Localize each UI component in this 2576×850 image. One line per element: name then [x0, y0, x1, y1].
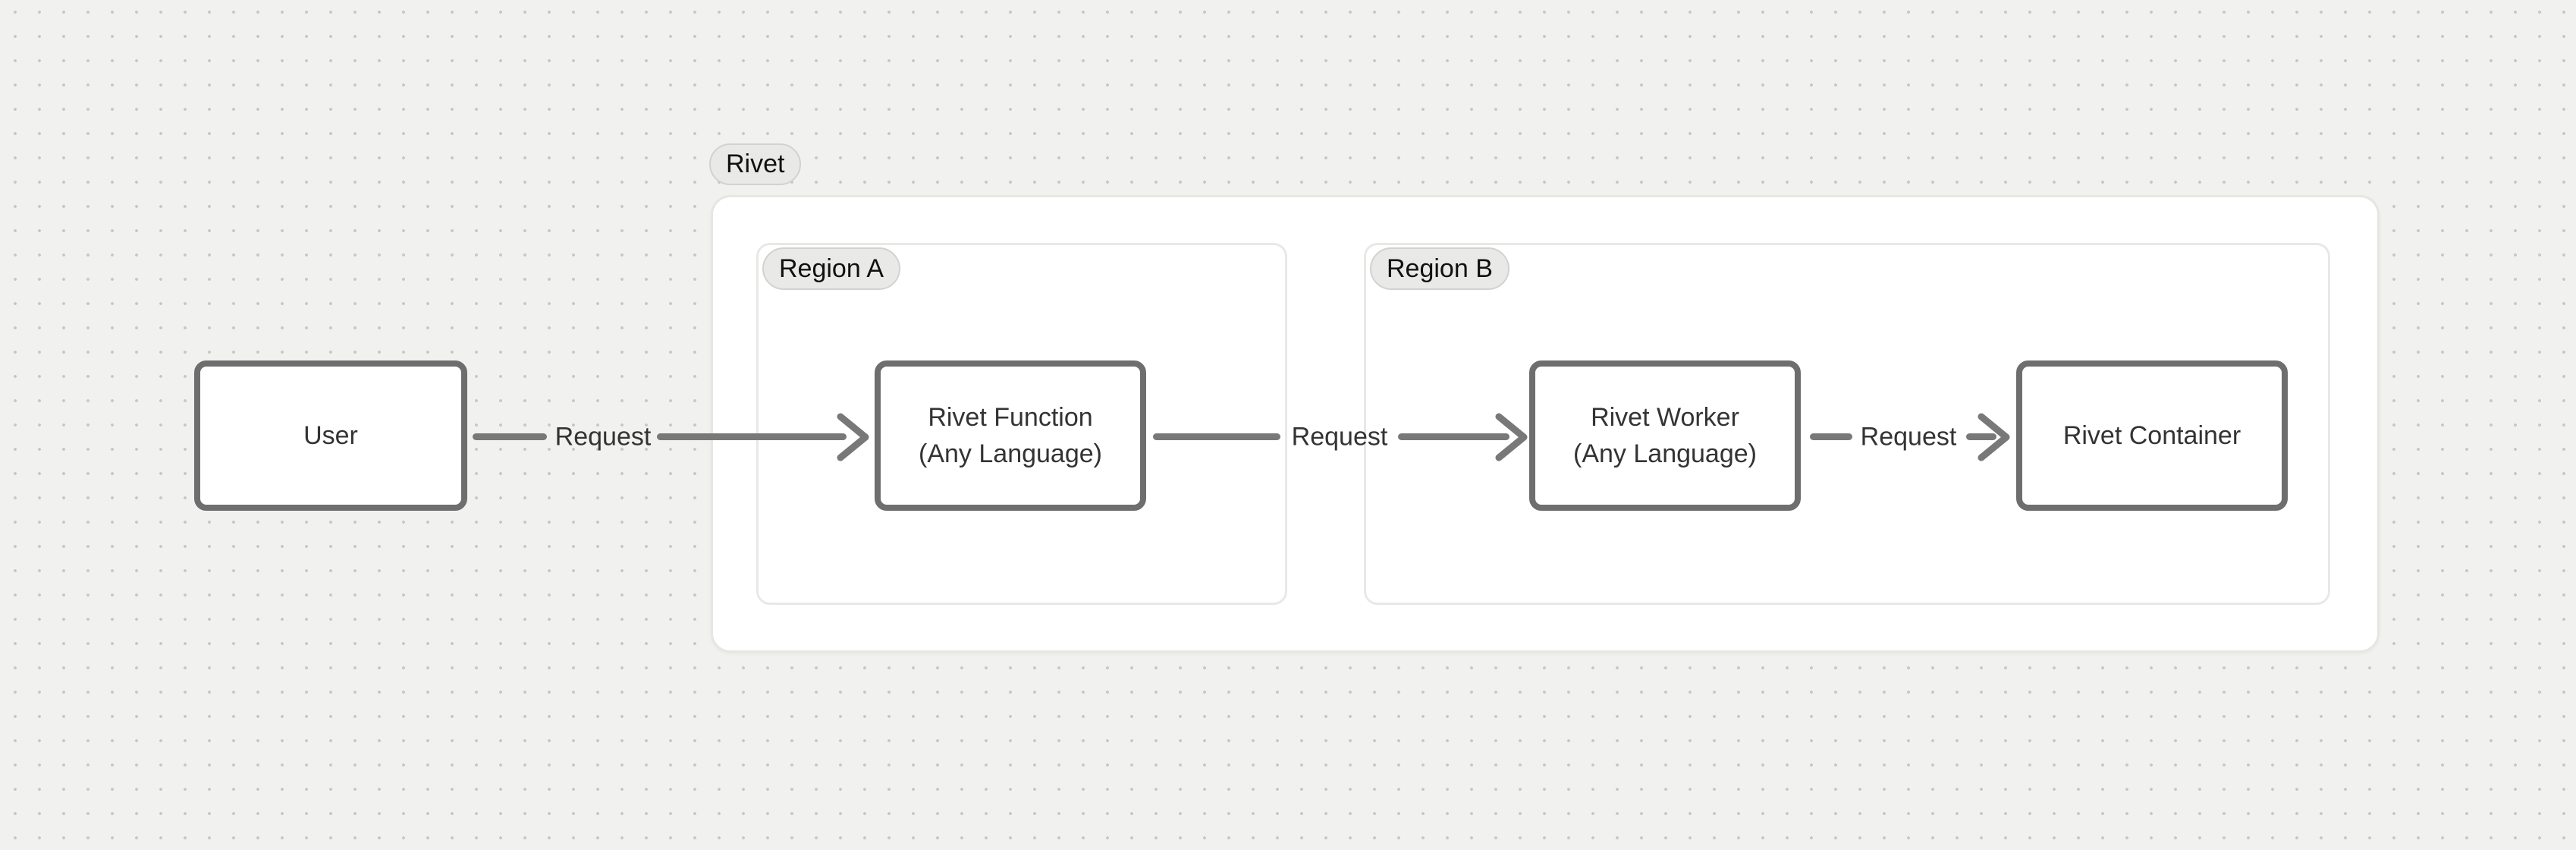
- region-a-label-text: Region A: [779, 253, 884, 283]
- node-rivet-container-label: Rivet Container: [2062, 421, 2241, 450]
- edge-worker-container-line: [1810, 433, 1852, 440]
- edge-function-worker-label: Request: [1291, 422, 1388, 452]
- node-rivet-function-label: Rivet Function: [928, 403, 1093, 432]
- node-rivet-container: Rivet Container: [2016, 360, 2288, 511]
- node-user-label: User: [303, 421, 358, 450]
- node-rivet-worker: Rivet Worker (Any Language): [1529, 360, 1801, 511]
- node-rivet-function-sublabel: (Any Language): [919, 439, 1102, 468]
- edge-worker-container-line: [1966, 433, 1996, 440]
- arrow-head-icon: [1972, 409, 2010, 465]
- arrow-head-icon: [1490, 409, 1528, 465]
- region-b-label: Region B: [1370, 247, 1509, 290]
- edge-user-function-line: [657, 433, 847, 440]
- node-user: User: [194, 360, 467, 511]
- edge-worker-container-label: Request: [1860, 422, 1957, 452]
- node-rivet-function: Rivet Function (Any Language): [875, 360, 1146, 511]
- region-a-label: Region A: [762, 247, 900, 290]
- edge-user-function-line: [473, 433, 547, 440]
- edge-user-function-label: Request: [554, 422, 652, 452]
- edge-function-worker-line: [1153, 433, 1280, 440]
- rivet-cluster-label-text: Rivet: [726, 150, 785, 178]
- region-b-label-text: Region B: [1387, 253, 1493, 283]
- node-rivet-worker-label: Rivet Worker: [1591, 403, 1739, 432]
- edge-function-worker-line: [1398, 433, 1509, 440]
- arrow-head-icon: [831, 409, 869, 465]
- node-rivet-worker-sublabel: (Any Language): [1573, 439, 1757, 468]
- rivet-cluster-label: Rivet: [709, 143, 802, 185]
